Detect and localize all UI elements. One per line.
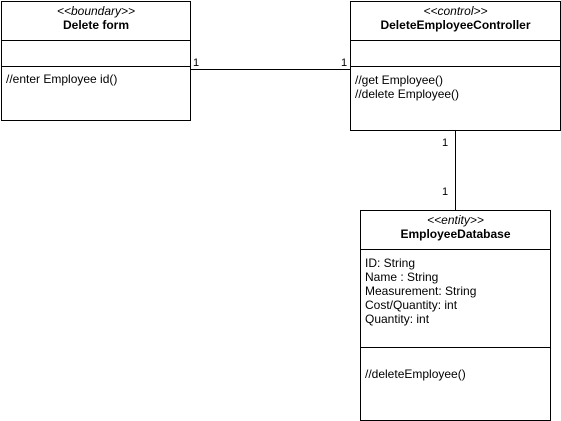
association-line-form-controller xyxy=(191,69,350,70)
controller-stereotype: <<control>> xyxy=(423,4,488,18)
database-attribute-divider xyxy=(361,249,550,250)
delete-form-attribute-divider xyxy=(2,40,190,41)
delete-form-operation-divider xyxy=(2,66,190,67)
database-attribute: Quantity: int xyxy=(365,312,430,326)
database-stereotype: <<entity>> xyxy=(427,213,484,227)
controller-attribute-divider xyxy=(351,40,560,41)
multiplicity-label: 1 xyxy=(442,137,449,149)
delete-form-stereotype: <<boundary>> xyxy=(56,4,136,18)
database-attribute: Cost/Quantity: int xyxy=(365,298,458,312)
database-header: <<entity>> EmployeeDatabase xyxy=(361,211,550,241)
controller-operation: //get Employee() xyxy=(355,73,444,87)
controller-header: <<control>> DeleteEmployeeController xyxy=(351,2,560,32)
delete-form-operation: //enter Employee id() xyxy=(6,72,118,86)
delete-form-name: Delete form xyxy=(62,18,130,32)
delete-form-header: <<boundary>> Delete form xyxy=(2,2,190,32)
controller-name: DeleteEmployeeController xyxy=(380,18,531,32)
association-line-controller-database xyxy=(455,131,456,210)
multiplicity-label: 1 xyxy=(193,57,200,69)
database-attribute: ID: String xyxy=(365,256,416,270)
database-name: EmployeeDatabase xyxy=(400,227,511,241)
database-attribute: Measurement: String xyxy=(365,284,477,298)
database-operation-divider xyxy=(361,347,550,348)
controller-operation: //delete Employee() xyxy=(355,87,460,101)
controller-class[interactable]: <<control>> DeleteEmployeeController //g… xyxy=(350,1,561,131)
delete-form-class[interactable]: <<boundary>> Delete form //enter Employe… xyxy=(1,1,191,121)
multiplicity-label: 1 xyxy=(341,57,348,69)
controller-operation-divider xyxy=(351,66,560,67)
multiplicity-label: 1 xyxy=(442,186,449,198)
database-class[interactable]: <<entity>> EmployeeDatabase ID: String N… xyxy=(360,210,551,421)
database-attribute: Name : String xyxy=(365,270,439,284)
database-operation: //deleteEmployee() xyxy=(365,367,466,381)
